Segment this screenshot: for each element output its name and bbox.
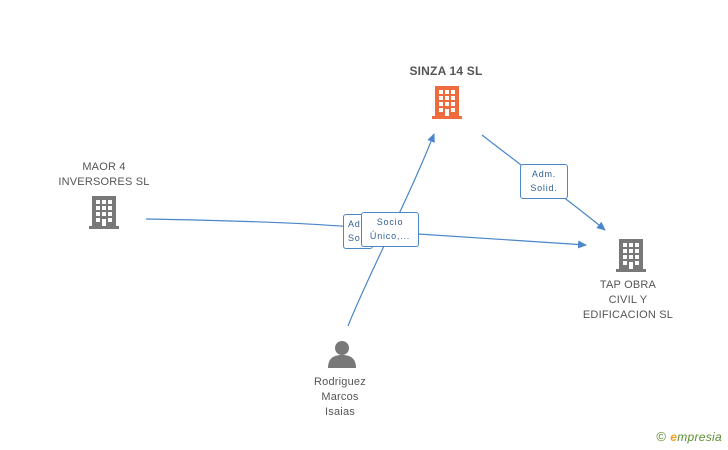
socio-unico-line-1: Socio xyxy=(376,217,404,227)
partial-label-line-1: Ad xyxy=(348,219,361,229)
rodriguez-node-name[interactable]: Rodriguez Marcos Isaias xyxy=(290,375,390,420)
rodriguez-name-line-2: Marcos xyxy=(321,391,359,403)
maor-node-name[interactable]: MAOR 4 INVERSORES SL xyxy=(49,160,159,190)
socio-unico-line-2: Único,... xyxy=(369,231,411,241)
partial-label-line-2: Sol xyxy=(348,233,364,243)
sinza-node-name[interactable]: SINZA 14 SL xyxy=(409,64,483,78)
maor-building-icon[interactable] xyxy=(89,196,119,229)
edge-label-adm-solid[interactable]: Adm. Solid. xyxy=(520,164,568,199)
edge-maor-to-tap xyxy=(145,218,373,230)
maor-name-line-2: INVERSORES SL xyxy=(58,176,150,188)
tap-node-name[interactable]: TAP OBRA CIVIL Y EDIFICACION SL xyxy=(573,278,683,323)
tap-name-line-2: CIVIL Y xyxy=(608,294,648,306)
adm-solid-line-1: Adm. xyxy=(531,169,557,179)
empresia-watermark: ©empresia xyxy=(656,429,722,444)
brand-rest: mpresia xyxy=(677,430,722,444)
maor-name-line-1: MAOR 4 xyxy=(82,161,126,173)
copyright-symbol: © xyxy=(656,429,667,444)
rodriguez-person-icon[interactable] xyxy=(328,341,356,368)
tap-building-icon[interactable] xyxy=(616,239,646,272)
rodriguez-name-line-1: Rodriguez xyxy=(314,376,366,388)
tap-name-line-3: EDIFICACION SL xyxy=(582,309,674,321)
rodriguez-name-line-3: Isaias xyxy=(325,406,355,418)
tap-name-line-1: TAP OBRA xyxy=(599,279,657,291)
adm-solid-line-2: Solid. xyxy=(530,183,558,193)
edge-label-socio-unico[interactable]: Socio Único,... xyxy=(361,212,419,247)
sinza-building-icon[interactable] xyxy=(432,86,462,119)
brand-initial: e xyxy=(670,430,678,444)
edge-label-to-tap xyxy=(417,233,587,249)
